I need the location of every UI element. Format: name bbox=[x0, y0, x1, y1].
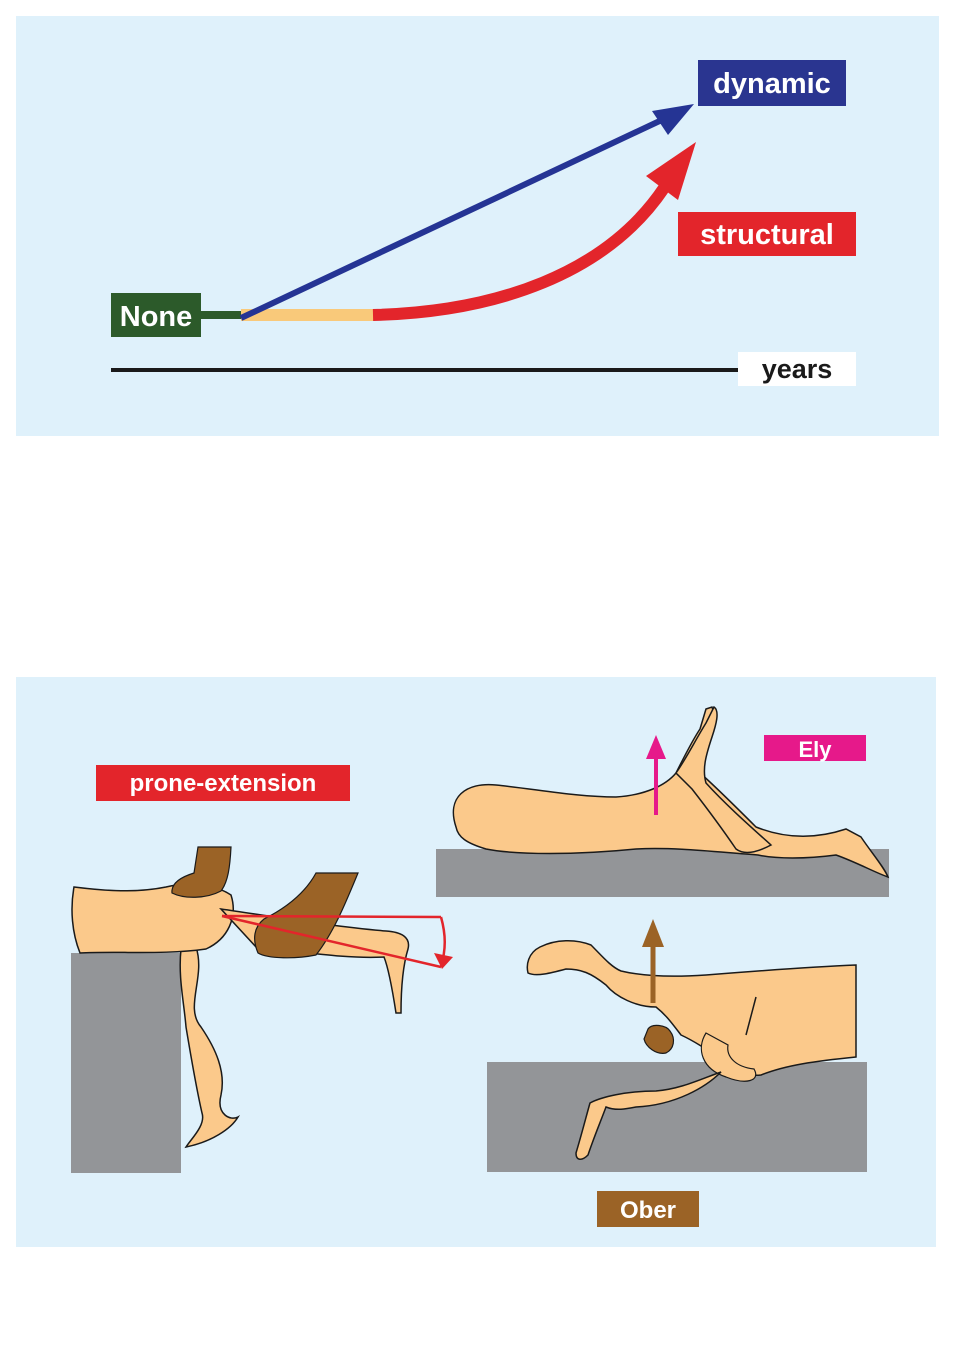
prone-extension-label: prone-extension bbox=[130, 770, 317, 797]
ober-label: Ober bbox=[620, 1197, 676, 1224]
years-label-box bbox=[738, 352, 856, 386]
prone-torso bbox=[71, 883, 234, 954]
ober-label-box bbox=[597, 1191, 699, 1227]
ely-body bbox=[452, 706, 890, 879]
tests-illustration: prone-extension Ely Ober bbox=[71, 705, 890, 1227]
structural-label: structural bbox=[700, 219, 834, 251]
dynamic-arrowhead bbox=[652, 104, 694, 135]
prone-angle-line-bottom bbox=[221, 914, 442, 969]
ober-hip bbox=[700, 1032, 757, 1082]
prone-angle-line-top bbox=[221, 914, 442, 919]
ober-examiner-hand bbox=[643, 1024, 675, 1054]
dynamic-label: dynamic bbox=[713, 68, 831, 100]
ely-label: Ely bbox=[798, 737, 832, 762]
prone-hanging-leg bbox=[179, 946, 241, 1149]
ober-table bbox=[487, 1062, 867, 1172]
progression-diagram-panel: years None dynamic structural bbox=[16, 16, 939, 436]
prone-angle-arrowhead bbox=[434, 953, 453, 969]
none-label: None bbox=[120, 301, 193, 333]
tests-illustration-panel: prone-extension Ely Ober bbox=[16, 677, 936, 1247]
structural-label-box bbox=[678, 212, 856, 256]
examiner-hand-pelvis bbox=[171, 846, 232, 898]
structural-curve bbox=[372, 184, 669, 321]
prone-extension-label-box bbox=[96, 765, 350, 801]
ober-lower-leg bbox=[575, 1071, 722, 1160]
ober-body bbox=[526, 940, 857, 1077]
ely-flexed-leg bbox=[675, 705, 773, 854]
ely-label-box bbox=[764, 735, 866, 761]
ober-body-crease bbox=[745, 996, 757, 1036]
dynamic-line bbox=[239, 115, 668, 321]
ober-arrow-head bbox=[642, 919, 664, 947]
prone-table bbox=[71, 953, 181, 1173]
none-label-box bbox=[111, 293, 201, 337]
structural-arrowhead bbox=[646, 142, 696, 200]
progression-diagram: years None dynamic structural bbox=[111, 60, 856, 386]
years-label: years bbox=[762, 354, 833, 384]
ely-arrow-head bbox=[646, 735, 666, 759]
dynamic-label-box bbox=[698, 60, 846, 106]
